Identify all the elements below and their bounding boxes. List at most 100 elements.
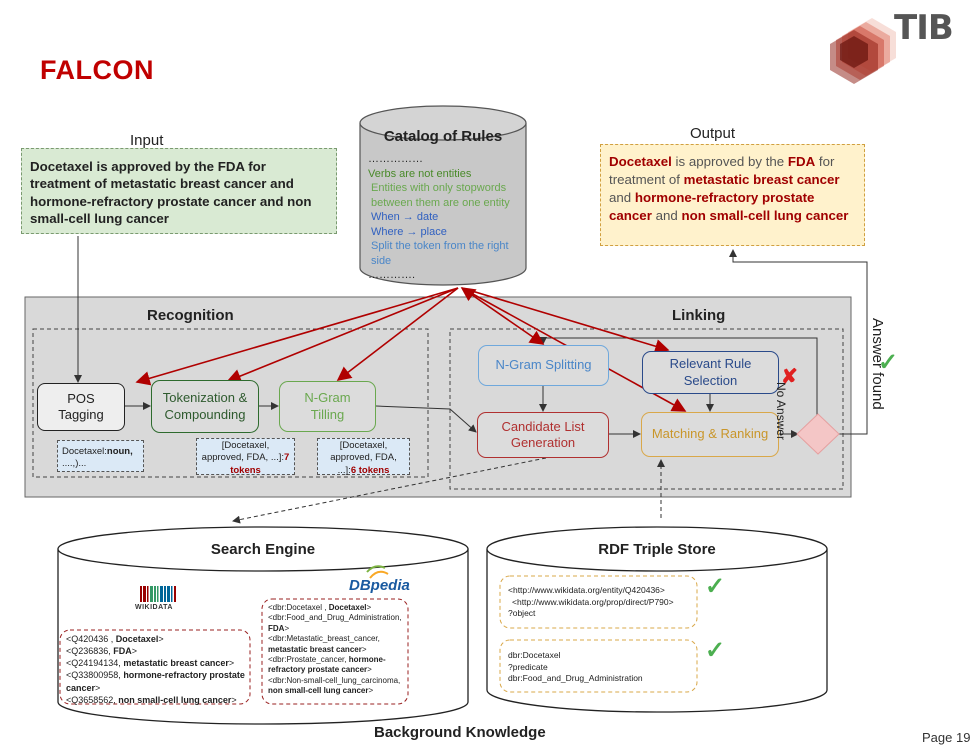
entity-name: FDA [268,623,285,633]
tib-logo-icon [830,18,896,84]
triple-two-predicate: ?predicate [508,661,548,672]
entity-end: > [361,644,367,654]
input-label: Input [130,132,164,149]
output-entity: non small-cell lung cancer [681,208,849,224]
pos-note-bold: noun, [106,446,133,457]
relevant-rule-label: Relevant Rule Selection [669,356,752,388]
entity-entry: <dbr:Food_and_Drug_Administration, FDA> [268,613,406,634]
output-label: Output [690,125,736,142]
entity-name: metastatic breast cancer [268,644,362,654]
ngram-splitting-label: N-Gram Splitting [495,357,592,373]
background-knowledge-label: Background Knowledge [374,724,546,741]
recognition-title: Recognition [147,307,234,324]
entity-end: > [228,658,235,669]
triple-one-predicate: <http://www.wikidata.org/prop/direct/P79… [512,596,674,607]
entity-id: <dbr:Docetaxel , [268,603,329,612]
tok-note: [Docetaxel, approved, FDA, ...]:7 tokens [196,438,295,476]
entity-name: hormone-refractory prostate cancer [268,654,386,675]
rdf-store-title: RDF Triple Store [598,541,716,558]
tib-logo-text: TIB [894,8,954,48]
entity-id: <Q420436 , [66,634,116,644]
entity-entry: <dbr:Non-small-cell_lung_carcinoma, non … [268,676,406,697]
entity-end: > [368,686,374,696]
dbpedia-entries: <dbr:Docetaxel , Docetaxel><dbr:Food_and… [268,603,406,697]
entity-name: FDA [113,646,132,657]
wikidata-entries: <Q420436 , Docetaxel><Q236836, FDA><Q241… [66,633,248,706]
entity-id: <dbr:Prostate_cancer, [268,654,349,664]
triple-two-object: dbr:Food_and_Drug_Administration [508,673,643,684]
entity-name: metastatic breast cancer [123,658,229,669]
catalog-dots-top: …………… [368,153,423,165]
output-entity: FDA [787,154,816,169]
entity-id: <Q236836, [66,646,114,657]
triple-two-subject: dbr:Docetaxel [508,650,561,660]
tib-logo: TIB [828,8,977,84]
tokenization-box: Tokenization & Compounding [151,380,259,433]
ngram-splitting-box: N-Gram Splitting [478,345,609,386]
till-note: [Docetaxel, approved, FDA, ...]:6 tokens [317,438,410,476]
triple-one-check-icon: ✓ [705,573,726,600]
dbpedia-logo-icon [366,565,389,579]
no-answer-label: No Answer [774,382,788,441]
output-entity: metastatic breast cancer [683,172,840,188]
catalog-title: Catalog of Rules [383,128,503,145]
entity-end: > [367,665,372,675]
output-entity: Docetaxel [609,154,672,169]
output-box: Docetaxel is approved by the FDA for tre… [600,144,865,246]
tok-note-text: [Docetaxel, approved, FDA, ...]: [201,440,285,464]
triple-one-subject: <http://www.wikidata.org/entity/Q420436> [508,585,665,595]
entity-name: non small-cell lung cancer [268,686,369,696]
cross-icon: ✘ [781,366,798,388]
entity-entry: <dbr:Prostate_cancer, hormone-refractory… [268,655,406,676]
entity-entry: <Q33800958, hormone-refractory prostate … [66,669,248,693]
output-text: is approved by the [671,154,788,169]
triple-two: dbr:Docetaxel ?predicate dbr:Food_and_Dr… [508,650,698,685]
entity-name: Docetaxel [115,634,159,644]
entity-entry: <dbr:Docetaxel , Docetaxel> [268,603,406,613]
entity-end: > [231,694,237,705]
entity-end: > [95,682,101,693]
matching-ranking-label: Matching & Ranking [651,426,769,442]
entity-end: > [158,634,164,644]
catalog-rule: Entities with only stopwords between the… [371,182,510,209]
entity-entry: <dbr:Metastatic_breast_cancer, metastati… [268,634,406,655]
catalog-dots-bottom: …………. [368,269,416,282]
search-engine-title: Search Engine [210,541,316,558]
pos-tagging-label: POS Tagging [58,390,104,422]
till-note-count: 6 tokens [350,464,390,476]
entity-id: <Q3658562, [66,694,119,705]
output-text: and [609,190,635,206]
dbpedia-label: DBpedia [349,577,410,594]
catalog-rule: Split the token from the right side [371,240,509,267]
entity-id: <dbr:Food_and_Drug_Administration, [268,613,402,623]
matching-ranking-box: Matching & Ranking [641,412,779,457]
entity-entry: <Q24194134, metastatic breast cancer> [66,657,248,669]
decision-diamond [796,413,840,455]
pos-note-text: Docetaxel: [62,446,107,457]
input-box: Docetaxel is approved by the FDA for tre… [21,148,337,234]
output-text: and [651,208,682,224]
slide-title: FALCON [40,55,154,85]
triple-two-check-icon: ✓ [705,637,726,664]
tok-note-count: 7 tokens [230,452,290,476]
wikidata-logo-icon [140,586,176,602]
candidate-list-box: Candidate List Generation [477,412,609,458]
input-sentence: Docetaxel is approved by the FDA for tre… [30,159,312,226]
catalog-rule: When → date [371,211,439,224]
relevant-rule-box: Relevant Rule Selection [642,351,779,394]
check-icon: ✓ [878,349,899,376]
ngram-tilling-label: N-Gram Tilling [304,390,351,422]
entity-end: > [366,603,372,612]
entity-name: non small-cell lung cancer [118,694,232,705]
entity-end: > [284,623,290,633]
pos-tagging-box: POS Tagging [37,383,125,431]
catalog-rule: Where → place [371,225,447,238]
entity-end: > [131,646,138,657]
page-number: Page 19 [922,730,971,745]
linking-title: Linking [672,307,726,324]
entity-id: <dbr:Metastatic_breast_cancer, [268,634,380,644]
tokenization-label: Tokenization & Compounding [162,390,248,422]
output-text: for treatment of [609,154,835,188]
